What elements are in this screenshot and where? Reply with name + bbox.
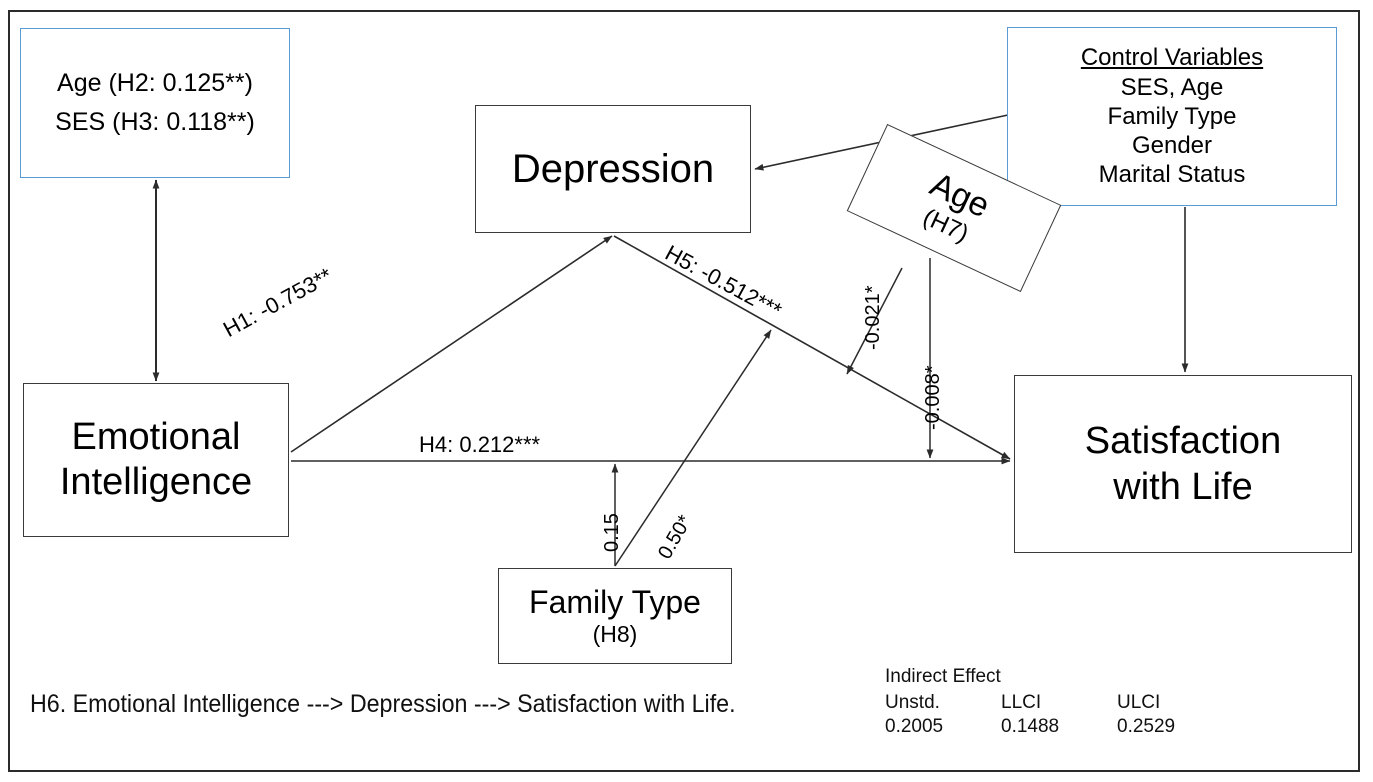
path-label-family-direct: 0.15 (601, 513, 623, 552)
path-label-age-moderation-h5: -0.021* (862, 285, 884, 351)
ei-label-line1: Emotional (71, 416, 241, 459)
table-row-headers: Unstd. LLCI ULCI (885, 691, 1175, 715)
node-depression[interactable]: Depression (475, 105, 751, 233)
header-llci: LLCI (1001, 692, 1042, 713)
node-emotional-intelligence[interactable]: Emotional Intelligence (23, 383, 289, 537)
node-satisfaction-with-life[interactable]: Satisfaction with Life (1014, 375, 1352, 553)
header-ulci: ULCI (1117, 692, 1161, 713)
header-unstd: Unstd. (885, 692, 940, 713)
hypothesis-h6-text: H6. Emotional Intelligence ---> Depressi… (30, 690, 736, 718)
ses-h3-line: SES (H3: 0.118**) (55, 108, 255, 136)
control-variable-item: Gender (1131, 132, 1213, 160)
control-variable-item: Family Type (1107, 102, 1237, 130)
diagram-outer-frame (8, 10, 1360, 772)
control-variable-item: SES, Age (1120, 73, 1224, 101)
control-variable-item: Marital Status (1098, 161, 1246, 189)
swl-label-line1: Satisfaction (1084, 419, 1282, 462)
value-unstd: 0.2005 (885, 716, 944, 737)
node-family-type-h8[interactable]: Family Type (H8) (498, 568, 732, 664)
depression-label: Depression (511, 146, 715, 191)
path-label-age-moderation-h4: -0.008* (922, 365, 944, 431)
indirect-effect-values: Unstd. LLCI ULCI 0.2005 0.1488 0.2529 (885, 691, 1175, 739)
ei-label-line2: Intelligence (59, 461, 253, 503)
family-type-label: Family Type (529, 584, 701, 620)
table-row-values: 0.2005 0.1488 0.2529 (885, 715, 1175, 739)
swl-label-line2: with Life (1113, 466, 1253, 508)
control-variables-title: Control Variables (1080, 44, 1264, 72)
indirect-effect-title: Indirect Effect (885, 666, 1001, 687)
value-llci: 0.1488 (1001, 716, 1060, 737)
family-type-hypothesis: (H8) (592, 621, 638, 647)
age-h2-line: Age (H2: 0.125**) (57, 69, 253, 98)
indirect-effect-table: Indirect Effect Unstd. LLCI ULCI 0.2005 … (885, 666, 1175, 739)
value-ulci: 0.2529 (1117, 716, 1176, 737)
node-control-variables[interactable]: Control Variables SES, Age Family Type G… (1007, 27, 1337, 206)
node-age-ses[interactable]: Age (H2: 0.125**) SES (H3: 0.118**) (20, 28, 290, 178)
path-label-h4: H4: 0.212*** (419, 432, 541, 457)
